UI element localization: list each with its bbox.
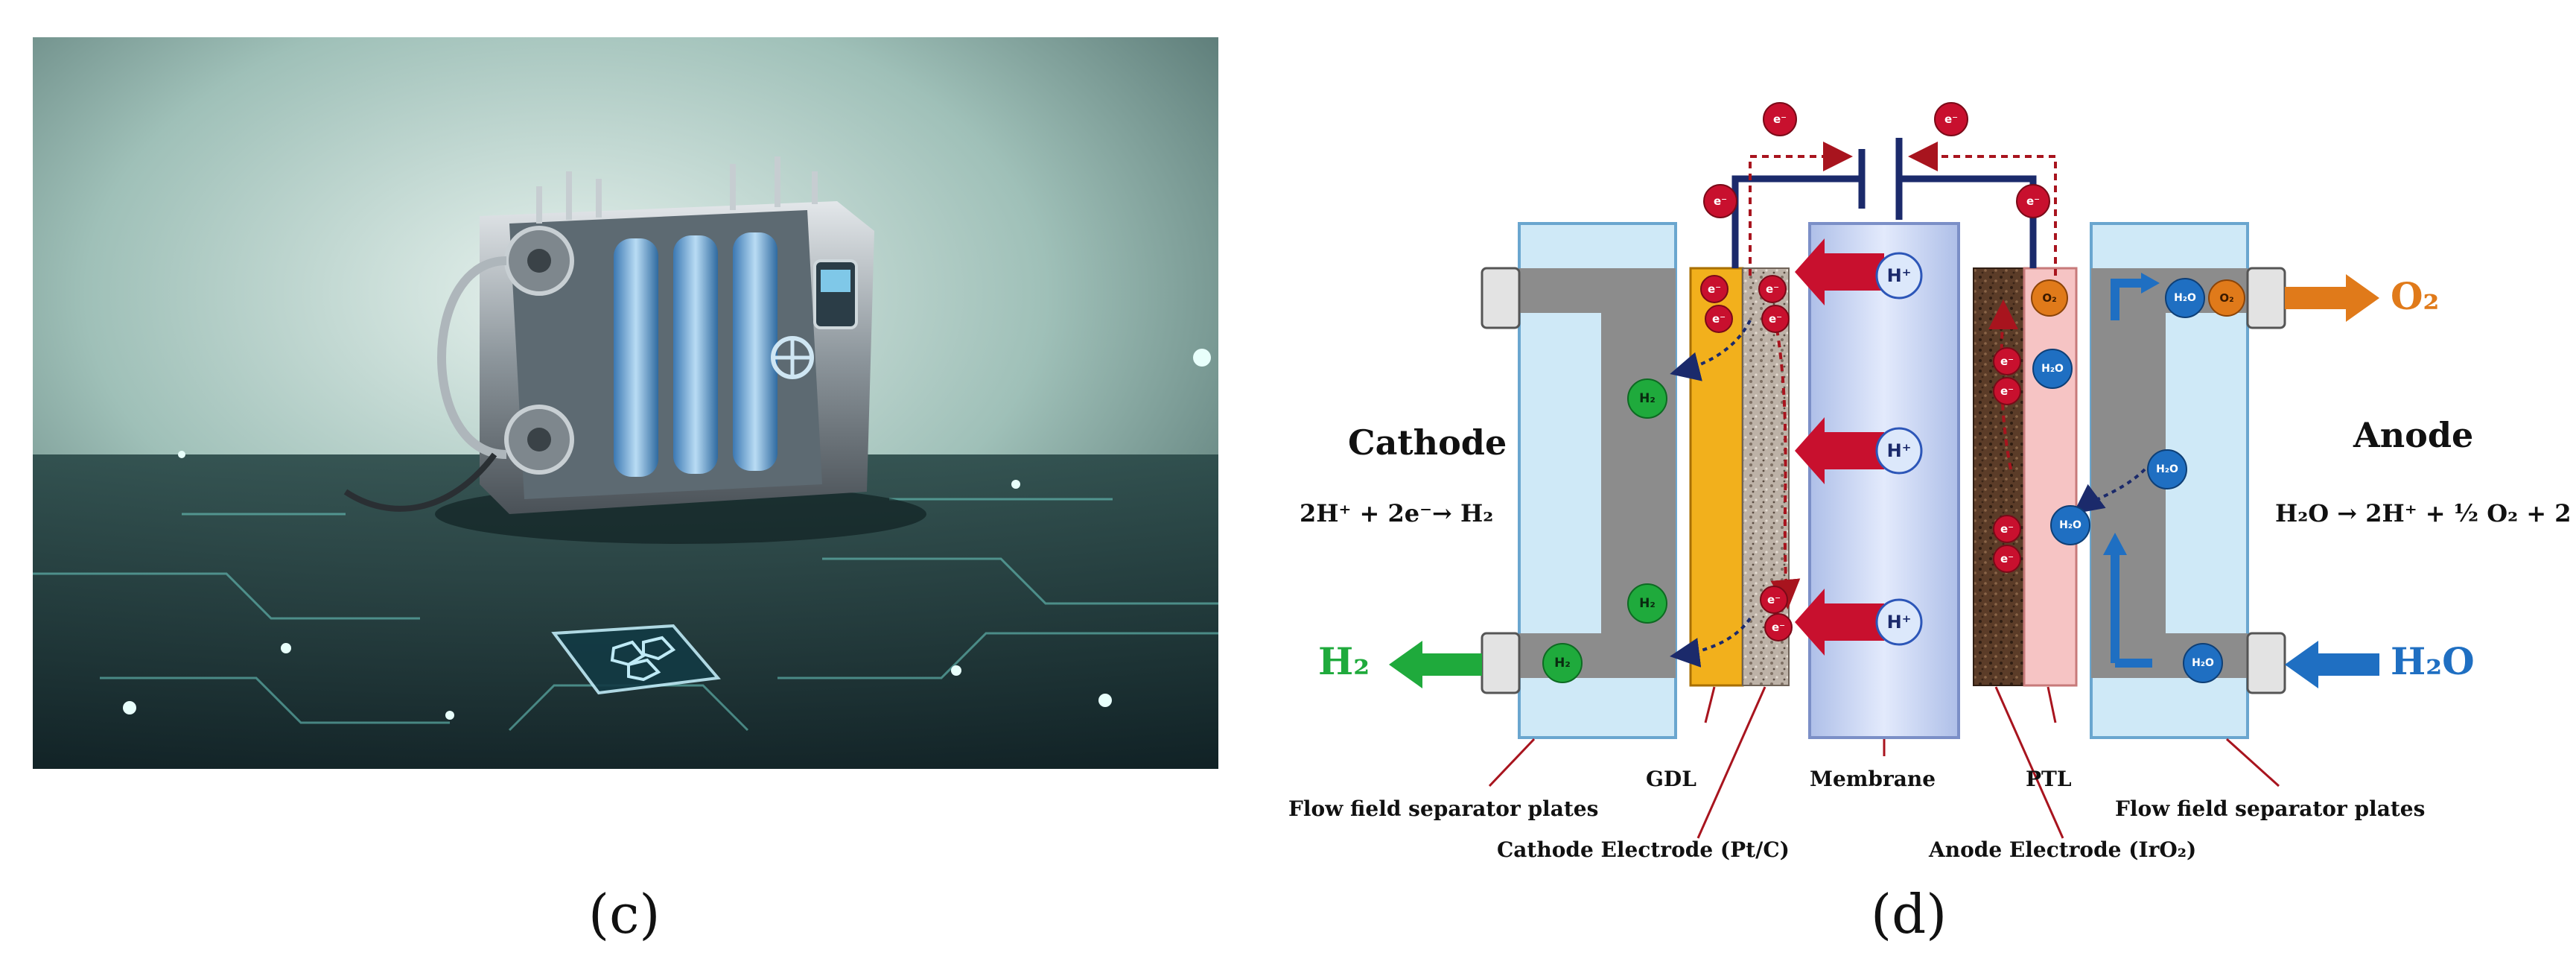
- electron-label: e⁻: [2000, 522, 2014, 536]
- electron-label: e⁻: [2000, 384, 2014, 398]
- cathode-label: Cathode: [1348, 422, 1507, 463]
- membrane-label: Membrane: [1810, 767, 1936, 791]
- membrane-layer: [1808, 222, 1960, 739]
- anode-electrode-label: Anode Electrode (IrO₂): [1928, 837, 2196, 862]
- electron-label: e⁻: [2000, 355, 2014, 368]
- h2o-in-arrow: [2285, 641, 2379, 688]
- hexagon-chip-logo: [551, 624, 721, 695]
- anode-label: Anode: [2353, 415, 2473, 455]
- electron-label: e⁻: [1712, 312, 1726, 326]
- hydrogen-label: H₂: [1639, 596, 1656, 611]
- species-diffusion-arrows: [1670, 320, 2146, 668]
- water-particles: [2032, 278, 2223, 683]
- ptl-layer: [2023, 267, 2078, 687]
- oxygen-label: O₂: [2042, 291, 2056, 305]
- flow-field-label-left: Flow field separator plates: [1288, 796, 1598, 821]
- electron-label: e⁻: [1944, 113, 1958, 126]
- water-flow-arrows: [2111, 279, 2152, 668]
- electron-label: e⁻: [1773, 113, 1787, 126]
- water-label: H₂O: [2174, 292, 2196, 304]
- gdl-layer: [1689, 267, 1744, 687]
- proton-label: H⁺: [1887, 265, 1912, 286]
- left-flow-field-plate: [1518, 222, 1677, 739]
- electron-label: e⁻: [1769, 312, 1782, 326]
- o2-out-arrow: [2285, 274, 2379, 322]
- water-right-arrowhead: [2141, 273, 2160, 294]
- circuit-traces: [33, 498, 1218, 732]
- cathode-electrode-label: Cathode Electrode (Pt/C): [1497, 837, 1790, 862]
- panel-d-caption: (d): [1871, 883, 1947, 945]
- ptl-label: PTL: [2026, 767, 2072, 791]
- electron-label: e⁻: [1772, 621, 1785, 634]
- water-label: H₂O: [2156, 463, 2178, 475]
- h2o-input-label: H₂O: [2391, 639, 2475, 683]
- proton-label: H⁺: [1887, 612, 1912, 633]
- water-label: H₂O: [2192, 657, 2214, 669]
- flow-field-label-right: Flow field separator plates: [2115, 796, 2425, 821]
- water-label: H₂O: [2059, 519, 2082, 531]
- gdl-label: GDL: [1646, 767, 1696, 791]
- electron-label: e⁻: [2026, 194, 2040, 208]
- electron-label: e⁻: [1766, 282, 1779, 296]
- water-label: H₂O: [2041, 363, 2064, 375]
- oxygen-particles: [2031, 279, 2245, 317]
- external-circuit-wire: [1731, 138, 2037, 268]
- h2-out-arrow: [1389, 641, 1482, 688]
- cathode-reaction: 2H⁺ + 2e⁻→ H₂: [1300, 499, 1493, 527]
- electron-label: e⁻: [1714, 194, 1727, 208]
- h2-output-label: H₂: [1318, 639, 1370, 683]
- hydrogen-label: H₂: [1639, 391, 1656, 406]
- leader-lines: [1488, 686, 2280, 839]
- oxygen-label: O₂: [2219, 291, 2233, 305]
- electrolyzer-device: [343, 156, 926, 544]
- proton-arrows: [1795, 238, 1884, 656]
- anode-reaction: H₂O → 2H⁺ + ½ O₂ + 2e⁻: [2275, 499, 2569, 527]
- panel-c-caption: (c): [588, 883, 661, 945]
- hydrogen-label: H₂: [1554, 656, 1571, 671]
- electron-label: e⁻: [1708, 282, 1721, 296]
- water-up-arrowhead: [2103, 533, 2127, 555]
- anode-electrode-layer: [1973, 267, 2025, 686]
- electron-particles: [1700, 102, 2050, 641]
- electron-flow-arrows: [1749, 142, 2057, 609]
- electrolyzer-illustration: [33, 37, 1218, 769]
- hydrogen-particles: [1542, 378, 1667, 683]
- proton-particles: [1875, 252, 1923, 646]
- electron-label: e⁻: [2000, 552, 2014, 565]
- glowing-dots: [123, 349, 1211, 720]
- proton-label: H⁺: [1887, 440, 1912, 461]
- pipe-connectors: [1481, 267, 2286, 694]
- pem-electrolyzer-schematic: e⁻ e⁻ e⁻ e⁻ e⁻ e⁻ e⁻ e⁻ e⁻ e⁻ e⁻ e⁻ e⁻ e…: [1288, 102, 2569, 862]
- electron-label: e⁻: [1767, 593, 1781, 606]
- o2-output-label: O₂: [2391, 274, 2439, 318]
